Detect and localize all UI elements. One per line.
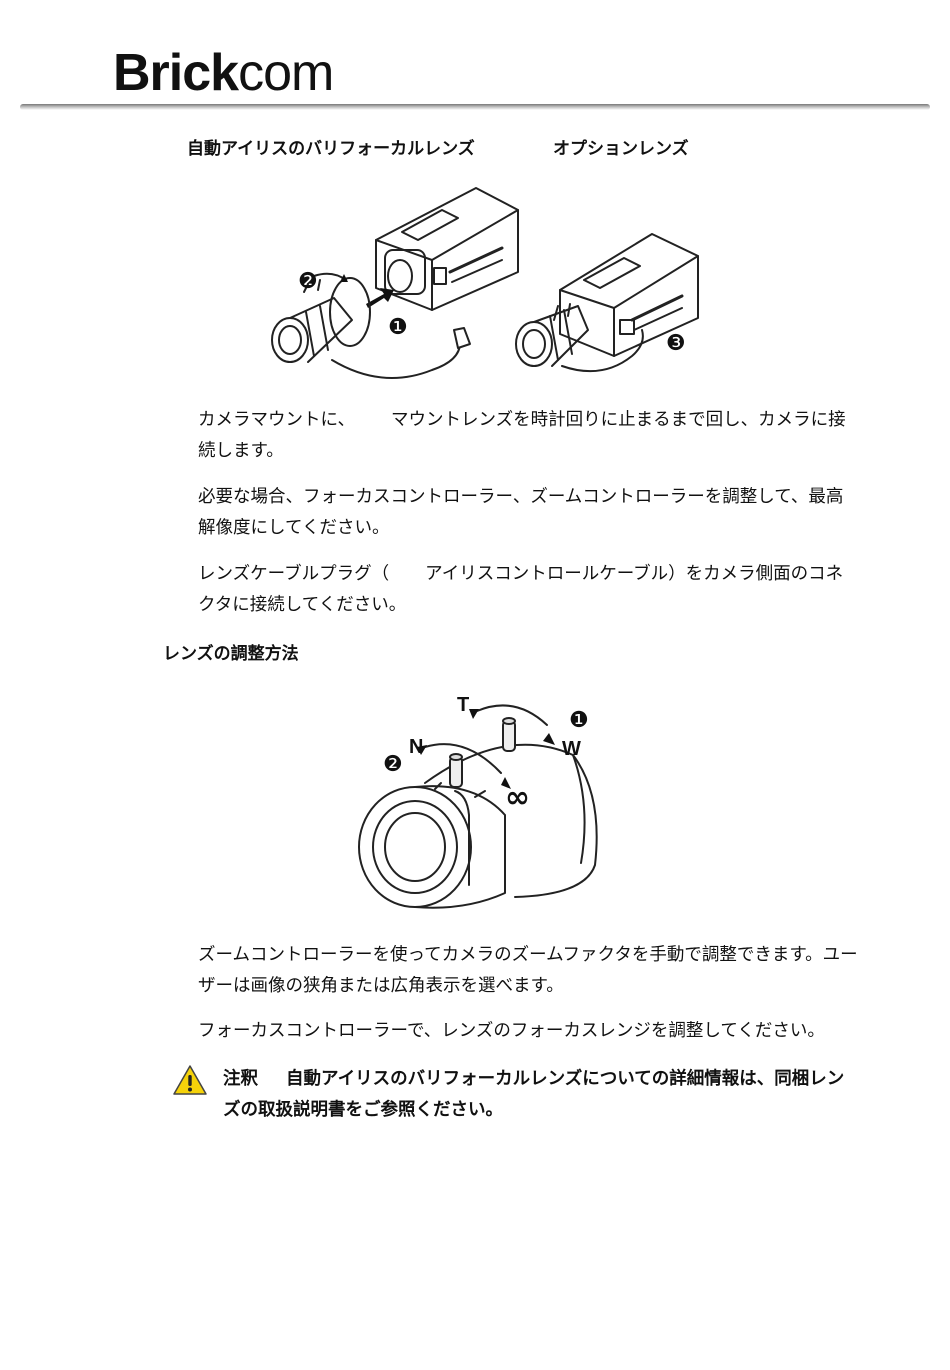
paragraph-focus-controller: フォーカスコントローラーで、レンズのフォーカスレンジを調整してください。: [198, 1021, 825, 1041]
step-2-marker-focus: ❷: [383, 752, 403, 777]
camera-body-1: [375, 187, 519, 311]
lens-mount-illustration: ❷ ❶ ❸: [271, 187, 699, 379]
focus-infinity-label: ∞: [505, 780, 530, 815]
lens-adjust-illustration: T W N ∞ ❶ ❷: [358, 694, 598, 909]
zoom-tele-label: T: [457, 694, 469, 716]
brand-name-light: com: [238, 44, 334, 102]
brand-logo: Brickcom: [113, 44, 334, 102]
note-block: 注釈自動アイリスのバリフォーカルレンズについての詳細情報は、同梱レンズの取扱説明…: [223, 1064, 853, 1126]
step-1-marker: ❶: [388, 315, 408, 340]
paragraph-adjust-controllers: 必要な場合、フォーカスコントローラー、ズームコントローラーを調整して、最高解像度…: [198, 487, 844, 538]
paragraph-zoom-controller: ズームコントローラーを使ってカメラのズームファクタを手動で調整できます。ユーザー…: [198, 945, 858, 996]
step-1-marker-zoom: ❶: [569, 708, 589, 733]
brand-name-bold: Brick: [113, 44, 239, 102]
paragraph-connect-cable: レンズケーブルプラグ（アイリスコントロールケーブル）をカメラ側面のコネクタに接続…: [198, 559, 858, 621]
header-divider: [20, 104, 930, 110]
zoom-wide-label: W: [562, 738, 581, 760]
figure1-caption-right: オプションレンズ: [553, 139, 689, 159]
paragraph-connect-cable-part2: アイリスコントロールケーブル）をカメラ側面のコネクタに接続してください。: [198, 564, 844, 615]
lens-1: [271, 277, 371, 363]
figure1-caption-left: 自動アイリスのバリフォーカルレンズ: [187, 139, 475, 159]
note-content: 自動アイリスのバリフォーカルレンズについての詳細情報は、同梱レンズの取扱説明書を…: [223, 1069, 845, 1120]
paragraph-mount-lens-part2: マウントレンズを時計回りに止まるまで回し、カメラに接続します。: [198, 410, 846, 461]
step-2-marker: ❷: [298, 269, 318, 294]
paragraph-mount-lens: カメラマウントに、マウントレンズを時計回りに止まるまで回し、カメラに接続します。: [198, 405, 858, 467]
section-title-lens-adjust: レンズの調整方法: [163, 644, 299, 664]
paragraph-mount-lens-part1: カメラマウントに、: [198, 410, 355, 430]
step-3-marker: ❸: [666, 331, 686, 356]
focus-near-label: N: [409, 736, 423, 758]
lens-barrel: [358, 743, 598, 909]
camera-body-2: [559, 233, 699, 357]
lens-2: [515, 303, 589, 367]
warning-icon: [173, 1065, 207, 1095]
paragraph-connect-cable-part1: レンズケーブルプラグ（: [198, 564, 390, 584]
note-label: 注釈: [223, 1069, 258, 1089]
